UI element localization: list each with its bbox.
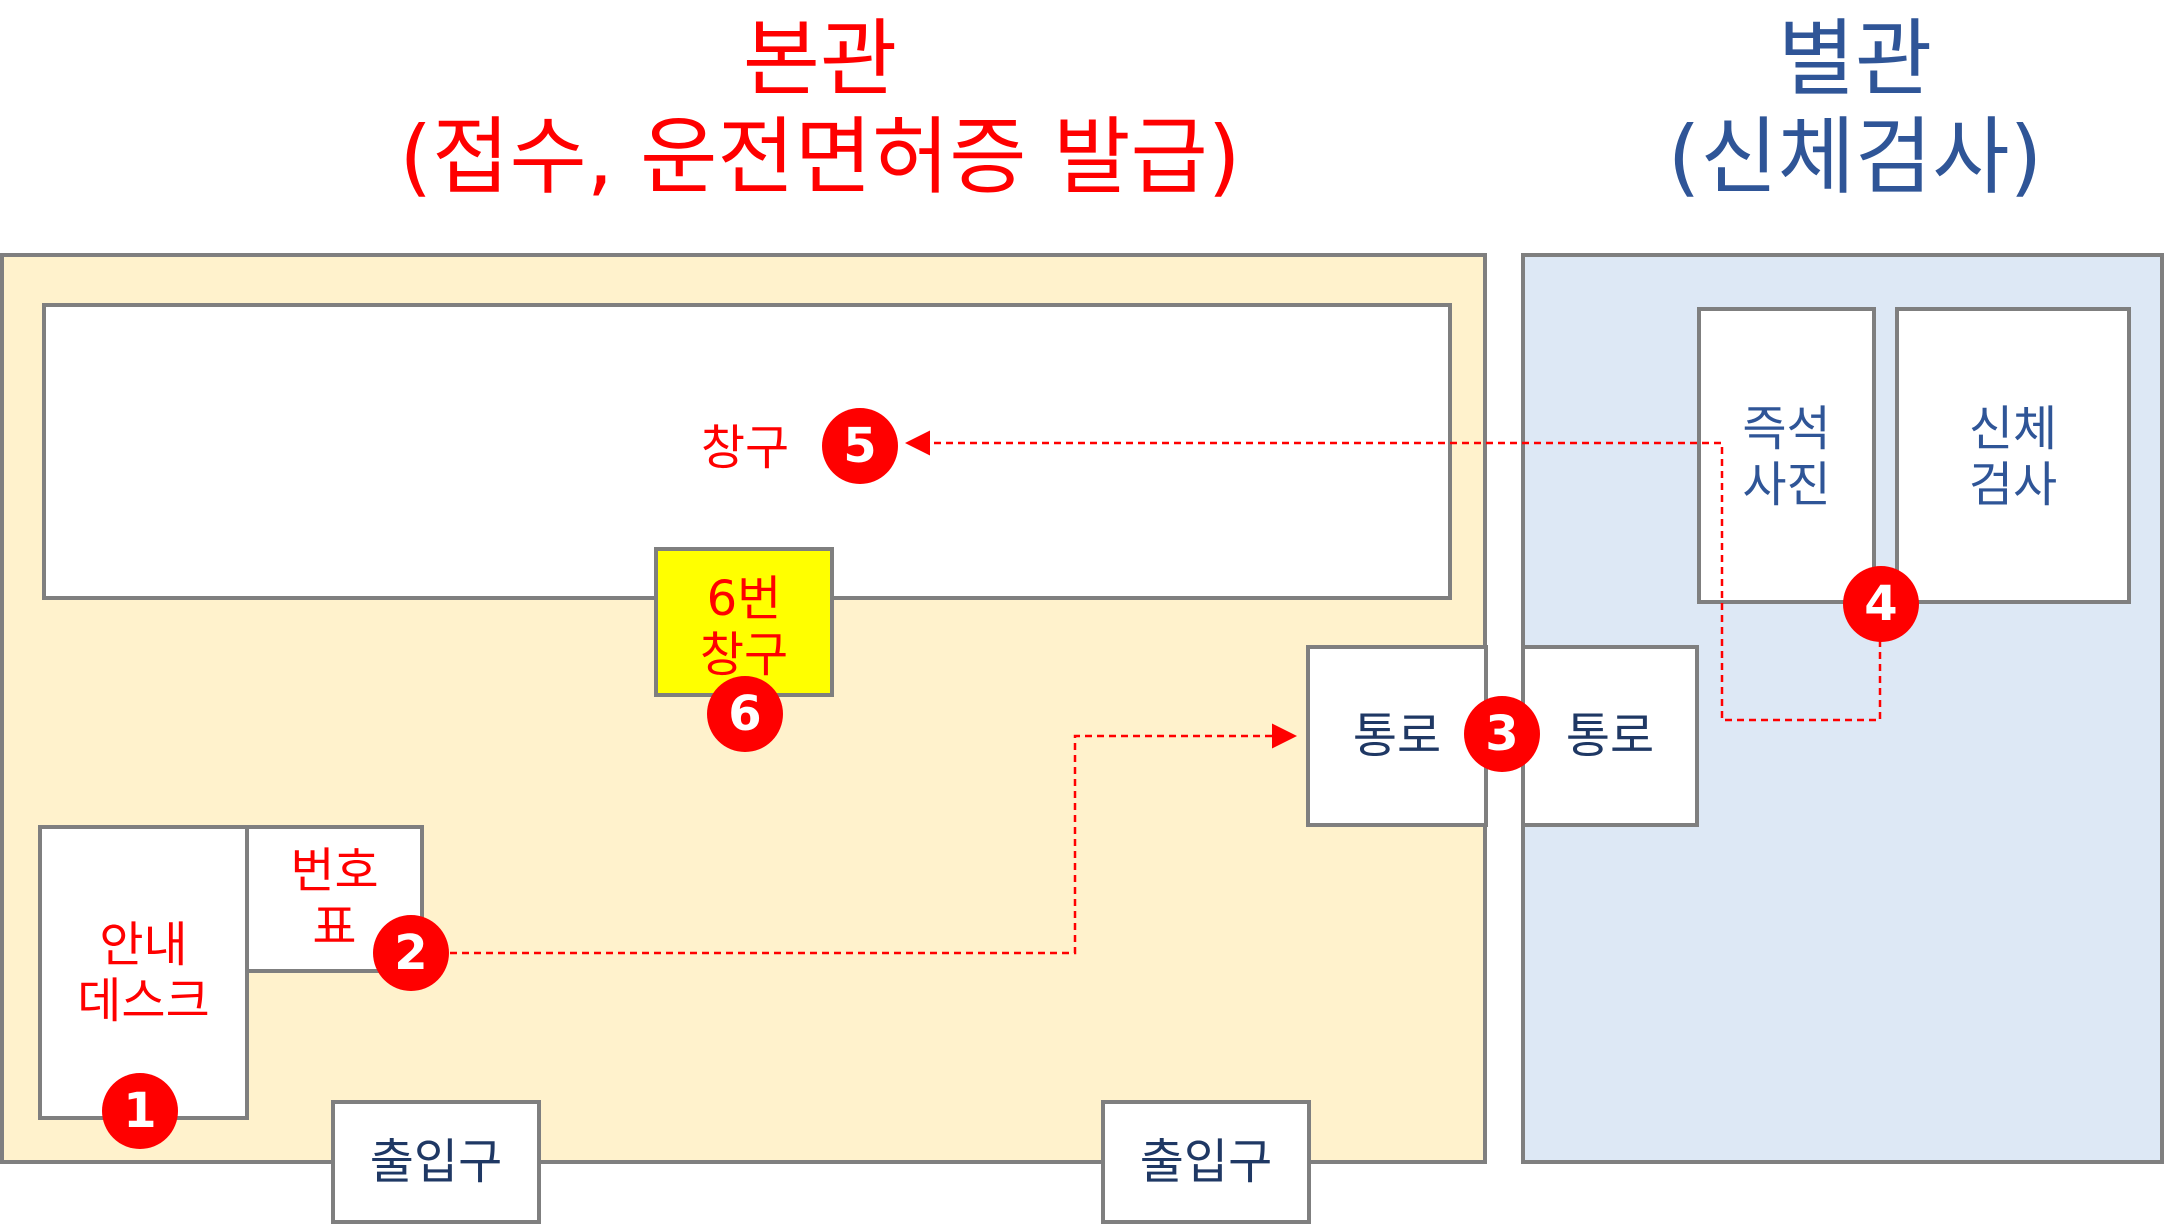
step-4-badge: 4 bbox=[1843, 566, 1919, 642]
step-6-badge: 6 bbox=[707, 676, 783, 752]
step-1-badge: 1 bbox=[102, 1073, 178, 1149]
entrance-left[interactable]: 출입구 bbox=[331, 1100, 541, 1224]
physical-exam-room: 신체 검사 bbox=[1895, 307, 2131, 604]
main-building-title-line1: 본관 bbox=[742, 10, 898, 108]
passage-main: 통로 bbox=[1306, 645, 1488, 827]
annex-title: 별관 (신체검사) bbox=[1630, 10, 2080, 206]
main-building-title-line2: (접수, 운전면허증 발급) bbox=[399, 108, 1241, 206]
entrance-right[interactable]: 출입구 bbox=[1101, 1100, 1311, 1224]
main-building-title: 본관 (접수, 운전면허증 발급) bbox=[280, 10, 1360, 206]
step-5-badge: 5 bbox=[822, 408, 898, 484]
passage-annex: 통로 bbox=[1521, 645, 1699, 827]
counter-label: 창구 bbox=[700, 420, 790, 476]
annex-title-line1: 별관 bbox=[1777, 10, 1933, 108]
step-2-badge: 2 bbox=[373, 915, 449, 991]
photo-booth: 즉석 사진 bbox=[1697, 307, 1876, 604]
annex-title-line2: (신체검사) bbox=[1667, 108, 2043, 206]
window-6: 6번 창구 bbox=[654, 547, 834, 697]
step-3-badge: 3 bbox=[1464, 696, 1540, 772]
